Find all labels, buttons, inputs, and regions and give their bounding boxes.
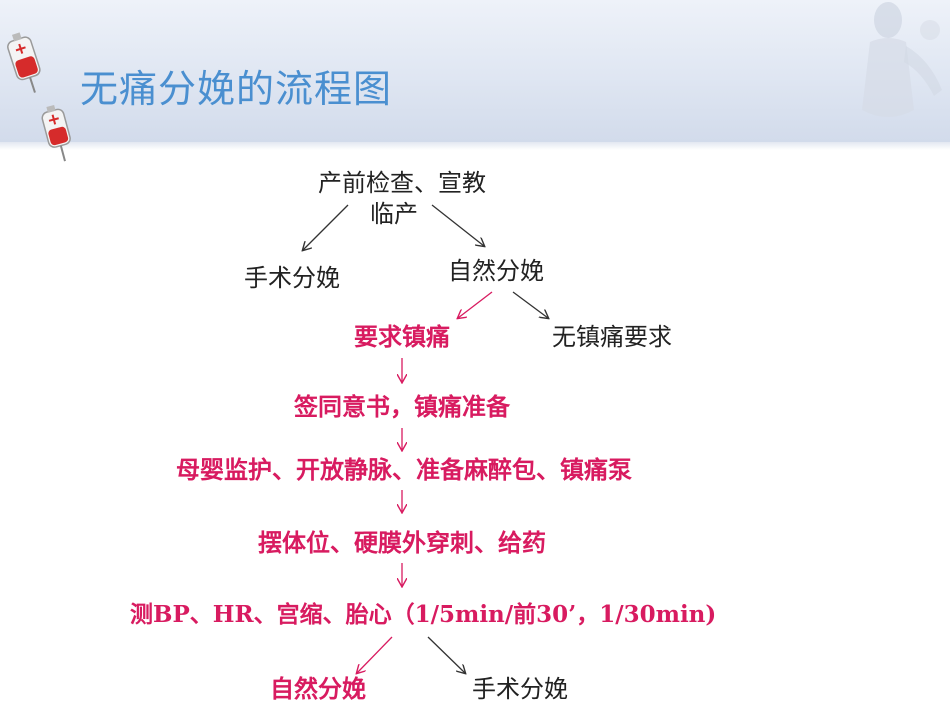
- arrow-measure-to-natural: [357, 636, 393, 673]
- iv-bag-icon: [7, 32, 41, 93]
- decorative-medical-figure: [862, 2, 942, 117]
- node-puncture: 摆体位、硬膜外穿刺、给药: [258, 528, 546, 557]
- node-request-analgesia: 要求镇痛: [354, 322, 450, 351]
- arrow-measure-to-cesarean: [427, 636, 465, 673]
- node-natural-bottom: 自然分娩: [270, 674, 366, 703]
- slide-title: 无痛分娩的流程图: [80, 67, 393, 111]
- arrow-start-to-cesarean: [303, 204, 349, 250]
- arrow-start-to-natural: [431, 204, 484, 246]
- arrow-natural-to-no-request: [512, 291, 548, 318]
- node-measure: 测BP、HR、宫缩、胎心（1/5min/前30’，1/30min): [130, 601, 717, 628]
- node-monitoring: 母婴监护、开放静脉、准备麻醉包、镇痛泵: [176, 455, 632, 484]
- iv-bag-icon: [41, 104, 71, 162]
- arrow-natural-to-request: [458, 291, 493, 318]
- node-prenatal-check: 产前检查、宣教: [318, 169, 486, 197]
- node-cesarean-top: 手术分娩: [244, 264, 340, 292]
- node-no-analgesia: 无镇痛要求: [552, 323, 672, 351]
- slide-header-fade: [0, 142, 950, 150]
- slide-header-band: [0, 0, 950, 142]
- node-labor: 临产: [370, 200, 418, 228]
- node-cesarean-bottom: 手术分娩: [472, 675, 568, 703]
- node-natural-top: 自然分娩: [448, 257, 544, 285]
- node-consent: 签同意书，镇痛准备: [294, 392, 510, 421]
